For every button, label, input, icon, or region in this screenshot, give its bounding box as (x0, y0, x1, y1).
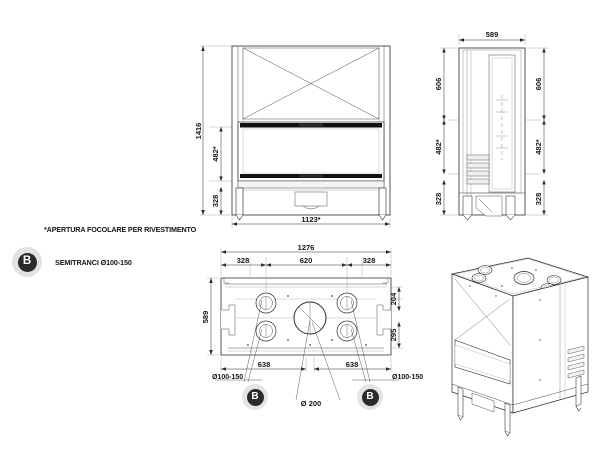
dim-label-front-total-height: 1416 (194, 123, 203, 140)
callout-right-flue-diameter: Ø100-150 (392, 374, 423, 381)
dim-plan-right-upper: 204 (389, 287, 401, 311)
plan-callout-badge-left[interactable]: B (242, 384, 268, 410)
dim-plan-bottom-left: 638 (221, 360, 306, 371)
plan-callout-badge-left-letter: B (246, 388, 264, 406)
plan-flue-right-lower (336, 320, 358, 342)
front-cross-line-b (242, 47, 380, 120)
legend-block: *APERTURA FOCOLARE PER RIVESTIMENTO B SE… (0, 225, 210, 277)
plan-callout-badge-right-letter: B (361, 388, 379, 406)
legend-note-text: *APERTURA FOCOLARE PER RIVESTIMENTO (44, 225, 197, 234)
dim-label-plan-center-segment: 620 (300, 256, 313, 265)
iso-detail-dots (469, 285, 541, 381)
legend-badge-b: B (12, 247, 42, 277)
side-legs (462, 195, 516, 221)
front-ash-drawer (294, 191, 328, 207)
dim-label-side-middle-right: 482* (534, 139, 543, 155)
dim-side-upper-left: 606 (434, 48, 446, 120)
dim-label-plan-right-segment: 328 (363, 256, 376, 265)
dim-label-plan-left-segment: 328 (237, 256, 250, 265)
iso-base-line (451, 383, 589, 406)
dim-label-plan-bottom-left: 638 (258, 360, 271, 369)
dim-label-side-lower-right: 328 (534, 193, 543, 206)
dim-plan-total-width: 1276 (221, 243, 391, 254)
firebox-bottom-handle (299, 174, 323, 178)
dim-label-front-opening-width: 1123* (301, 215, 320, 224)
dim-label-side-lower-left: 328 (434, 193, 443, 206)
plan-corner-notches (223, 278, 389, 284)
dim-front-total-height: 1416 (194, 46, 205, 215)
legend-row-semitranci: B SEMITRANCI Ø100-150 (12, 247, 210, 277)
isometric-view (450, 257, 590, 437)
firebox-glass (242, 128, 380, 174)
dim-plan-segments: 328 620 328 (221, 256, 391, 267)
iso-ash-drawer (471, 392, 495, 413)
iso-cross-b (454, 298, 511, 341)
front-base-band (237, 180, 385, 189)
iso-legs (457, 375, 582, 437)
dim-side-depth: 589 (459, 30, 525, 42)
dim-label-side-upper-right: 606 (534, 78, 543, 91)
side-witness-lines (440, 34, 548, 216)
dim-side-upper-right: 606 (534, 48, 546, 120)
dim-front-opening-width: 1123* (232, 215, 390, 226)
side-elevation-view: 589 606 482* 328 (434, 30, 548, 221)
iso-glass-inner (454, 344, 511, 382)
front-elevation-view: 1416 482* 328 1123* (194, 45, 391, 228)
plan-view: 1276 328 620 328 (201, 243, 423, 408)
iso-side-face (512, 276, 589, 414)
callout-center-flue-diameter: Ø 200 (301, 399, 321, 408)
front-legs (235, 187, 387, 221)
legend-label-semitranci: SEMITRANCI Ø100-150 (55, 257, 132, 267)
dim-label-side-middle-left: 482* (434, 139, 443, 155)
plan-callout-badge-right[interactable]: B (357, 384, 383, 410)
dim-front-opening-height: 482* (211, 127, 223, 181)
dim-side-lower-left: 328 (434, 180, 446, 215)
dim-label-front-opening-height: 482* (211, 146, 220, 162)
dim-label-side-depth: 589 (486, 30, 499, 39)
dim-label-plan-right-upper: 204 (389, 292, 398, 305)
iso-louvers (567, 345, 585, 379)
dim-label-plan-right-lower: 295 (389, 329, 398, 342)
callout-left-flue-diameter: Ø100-150 (212, 374, 243, 381)
dim-label-plan-depth: 589 (201, 311, 210, 324)
dim-label-plan-bottom-right: 638 (346, 360, 359, 369)
plan-mount-points (247, 295, 367, 346)
plan-right-bracket (376, 304, 391, 336)
legend-badge-b-letter: B (17, 252, 37, 272)
dim-label-front-base-height: 328 (211, 195, 220, 208)
dim-front-base-height: 328 (211, 187, 223, 215)
iso-top-deck-inner (455, 258, 585, 295)
plan-flue-center (293, 301, 327, 335)
firebox-top-handle (299, 123, 323, 127)
dim-side-middle-left: 482* (434, 120, 446, 174)
plan-flue-right-upper (336, 292, 358, 314)
front-drawer-handle (302, 205, 320, 210)
side-chamber-ticks (496, 99, 508, 149)
dim-plan-bottom-right: 638 (314, 360, 391, 371)
side-louvers (466, 154, 490, 185)
iso-cross-a (454, 278, 511, 346)
dim-plan-depth: 589 (201, 278, 213, 355)
dim-label-side-upper-left: 606 (434, 78, 443, 91)
dim-plan-right-lower: 295 (389, 322, 401, 348)
side-chute-edge (478, 198, 493, 213)
dim-side-lower-right: 328 (534, 180, 546, 215)
dim-side-middle-right: 482* (534, 120, 546, 174)
side-ash-chute (475, 195, 503, 217)
plan-leader-lines (215, 299, 399, 401)
front-witness-lines (200, 45, 391, 228)
plan-flue-left-upper (255, 292, 277, 314)
plan-witness-lines (207, 248, 403, 372)
plan-left-bracket (221, 304, 236, 336)
plan-flue-left-lower (255, 320, 277, 342)
dim-label-plan-total-width: 1276 (298, 243, 315, 252)
iso-deck-dots (501, 267, 537, 287)
